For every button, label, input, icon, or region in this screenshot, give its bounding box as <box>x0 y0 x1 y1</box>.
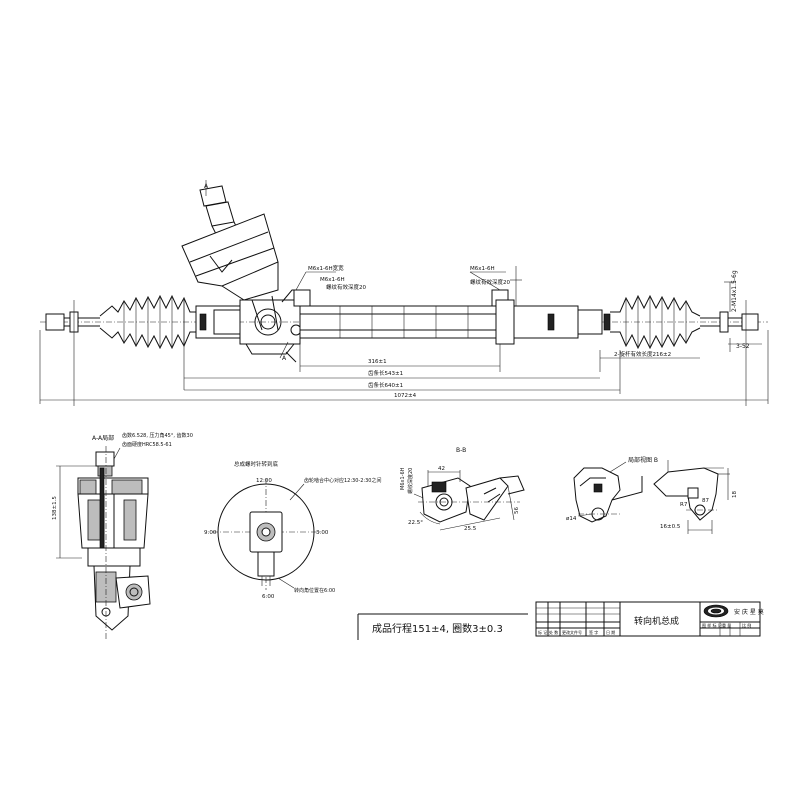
tb-cell-7: 重 量 <box>722 622 731 628</box>
detail-dim-r: R7 <box>680 502 688 508</box>
detail-dim-18: 18 <box>732 491 738 498</box>
right-thread-label: 2-M14x1.5-6g <box>731 270 738 312</box>
detail-dim-16: 16±0.5 <box>660 524 681 530</box>
clock-note: 齿轮啮合中心对应12:30-2:30之间 <box>304 477 381 484</box>
section-a-arrow: A <box>282 355 287 362</box>
thread-right-note: 螺纹有效深度20 <box>470 278 510 286</box>
tb-cell-5: 日 期 <box>606 629 615 635</box>
title-name: 转向机总成 <box>634 615 679 627</box>
tb-cell-4: 签 字 <box>589 629 598 635</box>
pinion-housing <box>239 289 302 363</box>
spec-box: 成品行程151±4, 圈数3±0.3 <box>357 613 528 640</box>
clock-title: 总成螺时针转到底 <box>234 460 279 468</box>
dim-640: 齿条长640±1 <box>368 381 403 389</box>
dim-1072: 1072±4 <box>394 393 417 399</box>
bb-dim-angle: 22.5° <box>408 520 423 526</box>
title-block: 标 记 处 数 更改文件号 签 字 日 期 图 样 标 记 重 量 比 例 转向… <box>535 601 764 637</box>
clock-bottom-note: 转向角位置在6:00 <box>294 587 335 594</box>
bb-title: B-B <box>456 447 466 454</box>
bb-dim-42: 42 <box>438 466 445 472</box>
dim-stroke-note: 2-旋杆有效长度216±2 <box>614 350 671 358</box>
section-aa-view: A-A局部 齿数6.528, 压力角45°, 齿数30 齿面硬度HRC58.5-… <box>52 432 193 640</box>
detail-title: 局部视图 B <box>628 456 658 464</box>
tb-cell-3: 更改文件号 <box>562 629 582 635</box>
input-shaft-head: A A <box>181 180 289 362</box>
section-a-mark: A <box>204 183 209 190</box>
clock-6-label: 6:00 <box>262 594 275 600</box>
section-aa-title: A-A局部 <box>92 434 114 442</box>
thread-left-2-label: M6x1-6H <box>320 277 345 283</box>
detail-b-view: 局部视图 B ø14 18 87 R7 16±0.5 <box>566 456 738 534</box>
dim-right-small: 3-52 <box>736 343 750 350</box>
gear-note-line1: 齿数6.528, 压力角45°, 齿数30 <box>122 432 193 439</box>
right-bellows <box>610 294 701 350</box>
rack-tube <box>293 289 515 345</box>
company-logo <box>703 604 729 618</box>
company-name: 安 庆 星 莫 <box>734 608 764 616</box>
clock-3-label: 3:00 <box>316 530 329 536</box>
section-bb-view: B-B M6x1-6H 螺纹深度20 42 22.5° 25.5 56 <box>400 447 525 532</box>
bb-dim-25: 25.5 <box>464 526 477 532</box>
spec-text: 成品行程151±4, 圈数3±0.3 <box>372 622 503 635</box>
bb-vertical-note2: 螺纹深度20 <box>407 468 414 494</box>
thread-right-label: M6x1-6H <box>470 266 495 272</box>
tb-cell-8: 比 例 <box>742 622 751 628</box>
detail-dim-14: ø14 <box>566 516 577 522</box>
tb-cell-1: 标 记 <box>538 629 547 635</box>
thread-left-label: M6x1-6H宽宽 <box>308 264 344 272</box>
clock-position-view: 总成螺时针转到底 12:00 9:00 3:00 6:00 齿轮啮合中心对应12… <box>204 460 381 600</box>
clock-9-label: 9:00 <box>204 530 217 536</box>
tb-cell-6: 图 样 标 记 <box>702 622 722 628</box>
tb-cell-2: 处 数 <box>549 629 558 635</box>
clock-12-label: 12:00 <box>256 478 272 484</box>
bb-dim-d: 56 <box>514 507 520 514</box>
thread-left-note: 螺纹有效深度20 <box>326 283 366 291</box>
main-assembly-view: A A <box>39 180 769 406</box>
detail-dim-angle: 87 <box>702 498 709 504</box>
bb-vertical-note: M6x1-6H <box>400 467 406 490</box>
gear-note-line2: 齿面硬度HRC58.5-61 <box>122 441 172 448</box>
dim-543: 齿条长543±1 <box>368 369 403 377</box>
dim-left-vertical: 138±1.5 <box>52 496 58 520</box>
dim-316: 316±1 <box>368 359 387 365</box>
